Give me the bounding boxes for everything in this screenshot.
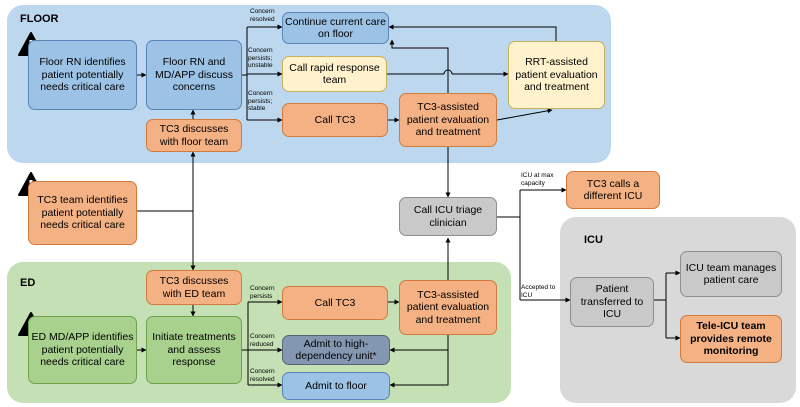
- edge-label-icu-max: ICU at max capacity: [521, 172, 554, 187]
- ed-md-node: ED MD/APP identifies patient potentially…: [28, 316, 137, 384]
- tc3-eval-ed-node: TC3-assisted patient evaluation and trea…: [399, 280, 497, 335]
- patient-transferred-node: Patient transferred to ICU: [570, 277, 654, 327]
- admit-hdu-node: Admit to high-dependency unit*: [282, 335, 390, 365]
- edge-label-ed-resolved: Concern resolved: [250, 368, 275, 383]
- edge-label-floor-resolved: Concern resolved: [250, 8, 275, 23]
- tc3-discuss-floor-node: TC3 discusses with floor team: [146, 119, 242, 152]
- rrt-eval-node: RRT-assisted patient evaluation and trea…: [508, 41, 605, 109]
- edge-label-ed-persists: Concern persists: [250, 285, 275, 300]
- edge-label-floor-stable: Concern persists; stable: [248, 90, 273, 112]
- initiate-treatments-node: Initiate treatments and assess response: [146, 316, 242, 384]
- admit-floor-node: Admit to floor: [282, 372, 390, 400]
- tc3-calls-icu-node: TC3 calls a different ICU: [566, 171, 660, 209]
- call-rrt-node: Call rapid response team: [282, 56, 387, 92]
- floor-rn-node: Floor RN identifies patient potentially …: [28, 40, 137, 110]
- ed-zone-title: ED: [20, 277, 36, 289]
- tc3-team-node: TC3 team identifies patient potentially …: [28, 181, 137, 245]
- edge-label-floor-unstable: Concern persists; unstable: [248, 47, 273, 69]
- floor-zone-title: FLOOR: [20, 13, 59, 25]
- edge-label-ed-reduced: Concern reduced: [250, 333, 275, 348]
- call-tc3-ed-node: Call TC3: [282, 286, 388, 320]
- call-icu-triage-node: Call ICU triage clinician: [399, 197, 497, 236]
- icu-zone-title: ICU: [584, 234, 603, 246]
- icu-manages-node: ICU team manages patient care: [680, 251, 782, 297]
- edge-label-accepted-icu: Accepted to ICU: [521, 284, 556, 299]
- call-tc3-floor-node: Call TC3: [282, 103, 388, 137]
- continue-care-node: Continue current care on floor: [282, 12, 389, 44]
- tc3-discuss-ed-node: TC3 discusses with ED team: [146, 270, 242, 305]
- floor-rn-md-node: Floor RN and MD/APP discuss concerns: [146, 40, 242, 110]
- tele-icu-node: Tele-ICU team provides remote monitoring: [680, 315, 782, 363]
- tc3-eval-floor-node: TC3-assisted patient evaluation and trea…: [399, 93, 497, 147]
